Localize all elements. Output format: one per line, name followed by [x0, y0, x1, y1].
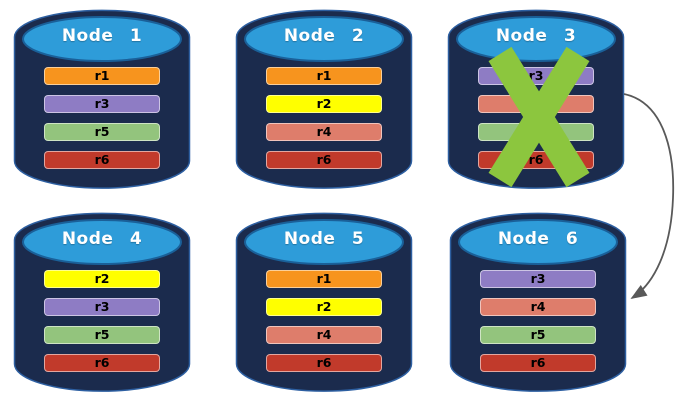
replica-bar: r3 [44, 95, 160, 113]
replica-bar: r5 [480, 326, 596, 344]
failure-x-icon [488, 46, 590, 188]
replica-bar: r4 [266, 123, 382, 141]
replica-label: r4 [316, 123, 332, 139]
replica-bar: r6 [44, 354, 160, 372]
replica-bar: r1 [266, 67, 382, 85]
replica-bar: r1 [44, 67, 160, 85]
node-title: Node 3 [495, 26, 577, 46]
replica-list: r1 r2 r4 r6 [266, 67, 382, 169]
replica-label: r5 [94, 326, 110, 342]
replica-label: r3 [528, 67, 544, 83]
replica-label: r6 [94, 151, 110, 167]
replica-label: r6 [530, 354, 546, 370]
cylinder-top [22, 219, 182, 265]
node-title: Node 4 [61, 229, 143, 249]
replica-label: r6 [94, 354, 110, 370]
replica-label: r6 [316, 354, 332, 370]
replica-list: r1 r2 r4 r6 [266, 270, 382, 372]
node-5: Node 5 r1 r2 r4 r6 [235, 211, 413, 393]
replica-label: r4 [530, 298, 546, 314]
replica-label: r6 [316, 151, 332, 167]
replica-bar: r3 [44, 298, 160, 316]
node-6: Node 6 r3 r4 r5 r6 [449, 211, 627, 393]
cylinder-top [458, 219, 618, 265]
replica-label: r3 [94, 95, 110, 111]
replica-bar: r4 [480, 298, 596, 316]
replica-label: r6 [528, 151, 544, 167]
replica-label: r5 [530, 326, 546, 342]
replica-list: r1 r3 r5 r6 [44, 67, 160, 169]
cylinder-top [244, 219, 404, 265]
node-1: Node 1 r1 r3 r5 r6 [13, 8, 191, 190]
replica-label: r1 [316, 270, 332, 286]
replica-label: r2 [94, 270, 110, 286]
cylinder-top [22, 16, 182, 62]
replica-bar: r3 [480, 270, 596, 288]
x-stroke [488, 46, 590, 188]
node-title: Node 2 [283, 26, 365, 46]
cylinder-top [244, 16, 404, 62]
replica-label: r1 [316, 67, 332, 83]
replica-list: r3 r4 r5 r6 [480, 270, 596, 372]
cylinder-top [456, 16, 616, 62]
replica-bar: r6 [44, 151, 160, 169]
replica-label: r1 [94, 67, 110, 83]
replica-list: r2 r3 r5 r6 [44, 270, 160, 372]
replica-label: r2 [316, 95, 332, 111]
node-title: Node 1 [61, 26, 143, 46]
replica-label: r4 [316, 326, 332, 342]
replica-label: r3 [94, 298, 110, 314]
replica-bar: r1 [266, 270, 382, 288]
replica-label: r3 [530, 270, 546, 286]
replica-label: r5 [94, 123, 110, 139]
replica-bar: r2 [44, 270, 160, 288]
arrow-curve [623, 93, 675, 299]
node-title: Node 5 [283, 229, 365, 249]
replica-bar: r4 [266, 326, 382, 344]
replica-bar: r6 [266, 354, 382, 372]
replica-bar: r6 [266, 151, 382, 169]
replica-label: r2 [316, 298, 332, 314]
replica-bar: r2 [266, 95, 382, 113]
replica-bar: r5 [44, 123, 160, 141]
replica-bar: r2 [266, 298, 382, 316]
node-title: Node 6 [497, 229, 579, 249]
replica-bar: r6 [480, 354, 596, 372]
node-4: Node 4 r2 r3 r5 r6 [13, 211, 191, 393]
replica-bar: r5 [44, 326, 160, 344]
node-2: Node 2 r1 r2 r4 r6 [235, 8, 413, 190]
